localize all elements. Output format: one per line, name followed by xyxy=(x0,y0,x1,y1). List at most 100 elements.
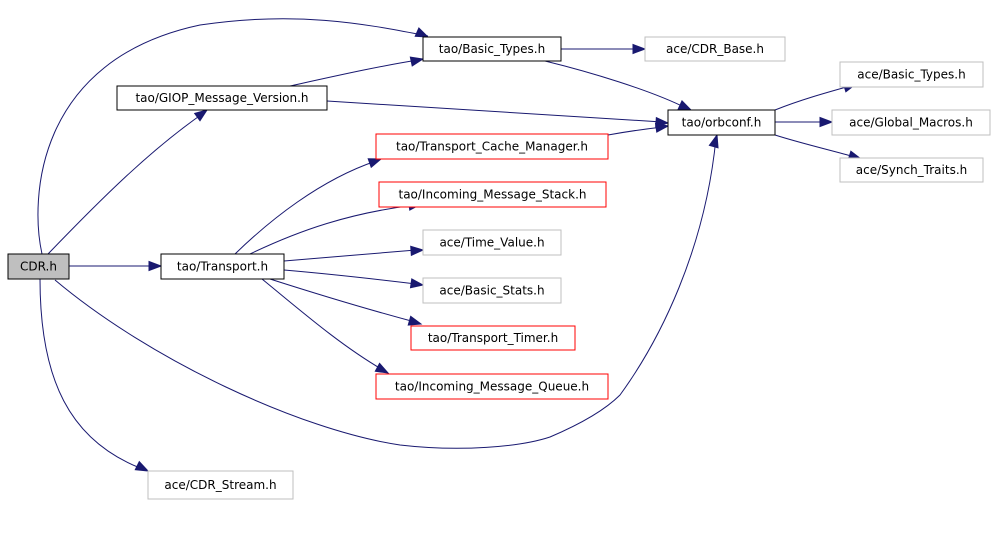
node-label: ace/CDR_Stream.h xyxy=(164,478,276,492)
edge-line xyxy=(607,126,664,136)
node-label: tao/Transport.h xyxy=(177,260,268,274)
node-basic-stats: ace/Basic_Stats.h xyxy=(422,277,562,304)
node-label: tao/Incoming_Message_Stack.h xyxy=(398,188,586,202)
edge-arrowhead xyxy=(134,460,150,472)
edge-arrowhead xyxy=(409,278,425,289)
node-label: tao/Incoming_Message_Queue.h xyxy=(395,380,589,394)
node-ims[interactable]: tao/Incoming_Message_Stack.h xyxy=(378,181,607,208)
node-cdr[interactable]: CDR.h xyxy=(7,253,70,280)
node-label: ace/Global_Macros.h xyxy=(849,116,973,130)
node-box xyxy=(644,36,786,62)
node-label: CDR.h xyxy=(20,260,57,274)
edge-line xyxy=(47,111,206,255)
edge-transport-to-basic_stats xyxy=(283,269,425,289)
node-label: ace/CDR_Base.h xyxy=(666,42,764,56)
edge-arrowhead xyxy=(407,315,423,326)
node-box xyxy=(378,181,607,208)
node-label: ace/Basic_Stats.h xyxy=(439,284,544,298)
node-box xyxy=(375,133,609,160)
node-cdr-base: ace/CDR_Base.h xyxy=(644,36,786,62)
edge-line xyxy=(544,60,687,109)
node-global-macros: ace/Global_Macros.h xyxy=(831,109,991,136)
edge-arrowhead xyxy=(654,122,670,133)
edge-line xyxy=(234,160,377,255)
node-tcm[interactable]: tao/Transport_Cache_Manager.h xyxy=(375,133,609,160)
node-giop[interactable]: tao/GIOP_Message_Version.h xyxy=(116,85,328,111)
node-label: ace/Basic_Types.h xyxy=(857,68,965,82)
node-box xyxy=(422,277,562,304)
edge-arrowhead xyxy=(414,27,430,38)
node-box xyxy=(422,229,562,256)
edge-transport-to-imq xyxy=(261,278,390,374)
edge-line xyxy=(269,278,416,323)
node-label: tao/Transport_Timer.h xyxy=(428,331,558,345)
edge-line xyxy=(326,100,663,123)
edge-cdr-to-basic_types xyxy=(37,18,430,255)
edge-line xyxy=(774,134,856,158)
node-time-value: ace/Time_Value.h xyxy=(422,229,562,256)
edge-line xyxy=(37,18,429,255)
node-box xyxy=(839,61,984,88)
node-box xyxy=(7,253,70,280)
edge-cdr-to-transport xyxy=(69,260,163,272)
node-box xyxy=(667,109,776,136)
node-box xyxy=(375,373,609,400)
node-basic-types[interactable]: tao/Basic_Types.h xyxy=(422,36,562,62)
edge-line xyxy=(54,137,717,449)
node-box xyxy=(147,470,294,500)
node-label: ace/Synch_Traits.h xyxy=(856,163,967,177)
edge-line xyxy=(39,278,141,469)
edge-line xyxy=(283,269,417,285)
edge-orbconf-to-synch_traits xyxy=(774,134,863,161)
edge-line xyxy=(289,59,419,87)
edge-arrowhead xyxy=(193,109,209,122)
edge-cdr-to-giop xyxy=(47,109,209,255)
node-box xyxy=(116,85,328,111)
edge-arrowhead xyxy=(632,43,647,55)
node-box xyxy=(410,325,576,351)
edge-transport-to-tcm xyxy=(234,158,383,255)
edge-line xyxy=(283,249,417,262)
edge-transport-to-ims xyxy=(249,200,423,255)
edge-cdr-to-orbconf xyxy=(54,133,719,449)
edge-transport-to-time_value xyxy=(283,245,425,262)
edge-arrowhead xyxy=(409,56,425,67)
edge-arrowhead xyxy=(367,158,383,169)
node-imq[interactable]: tao/Incoming_Message_Queue.h xyxy=(375,373,609,400)
node-transport-timer[interactable]: tao/Transport_Timer.h xyxy=(410,325,576,351)
edge-giop-to-orbconf xyxy=(326,100,670,128)
edge-basic_types-to-orbconf xyxy=(544,60,693,111)
node-label: tao/GIOP_Message_Version.h xyxy=(135,91,308,105)
edges-layer xyxy=(37,18,863,472)
edge-arrowhead xyxy=(708,133,719,149)
node-box xyxy=(160,253,285,280)
edge-transport-to-transport_timer xyxy=(269,278,423,326)
node-transport[interactable]: tao/Transport.h xyxy=(160,253,285,280)
edge-arrowhead xyxy=(677,100,693,111)
node-synch-traits: ace/Synch_Traits.h xyxy=(839,157,984,183)
edge-basic_types-to-cdr_base xyxy=(561,43,647,55)
node-label: ace/Time_Value.h xyxy=(439,236,544,250)
edge-tcm-to-orbconf xyxy=(607,122,670,136)
edge-line xyxy=(774,85,851,111)
node-label: tao/Basic_Types.h xyxy=(439,42,545,56)
node-label: tao/orbconf.h xyxy=(682,116,762,130)
node-box xyxy=(839,157,984,183)
edge-arrowhead xyxy=(374,362,390,374)
edge-arrowhead xyxy=(148,260,163,272)
edge-giop-to-basic_types xyxy=(289,56,425,87)
edge-arrowhead xyxy=(410,245,425,257)
node-label: tao/Transport_Cache_Manager.h xyxy=(396,140,588,154)
node-box xyxy=(422,36,562,62)
nodes-layer: CDR.h tao/GIOP_Message_Version.h tao/Basic… xyxy=(7,36,991,500)
edge-line xyxy=(249,204,416,255)
edge-line xyxy=(261,278,384,371)
edge-arrowhead xyxy=(819,116,834,128)
node-ace-basic-types: ace/Basic_Types.h xyxy=(839,61,984,88)
edge-orbconf-to-global_macros xyxy=(775,116,834,128)
node-box xyxy=(831,109,991,136)
node-orbconf[interactable]: tao/orbconf.h xyxy=(667,109,776,136)
node-cdr-stream: ace/CDR_Stream.h xyxy=(147,470,294,500)
edge-cdr-to-cdr_stream xyxy=(39,278,150,472)
